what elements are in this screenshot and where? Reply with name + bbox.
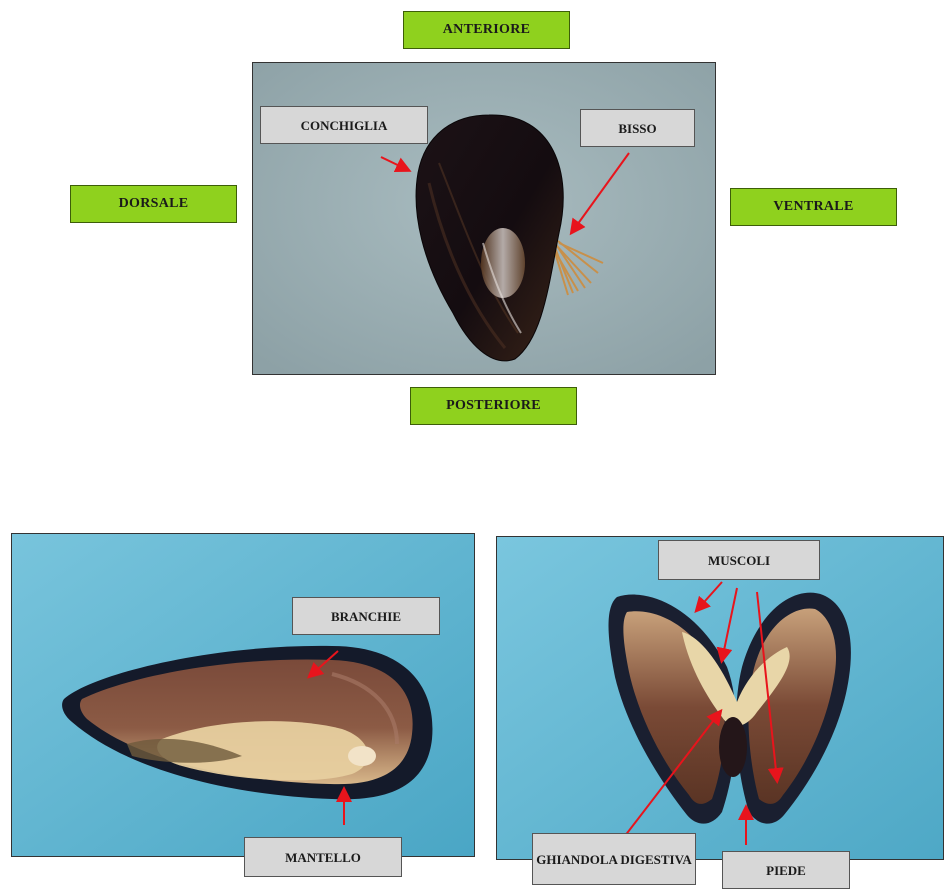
label-dorsale: DORSALE xyxy=(70,185,237,223)
label-piede: PIEDE xyxy=(722,851,850,889)
hinge-highlight xyxy=(481,228,525,298)
label-posteriore: POSTERIORE xyxy=(410,387,577,425)
label-muscoli: MUSCOLI xyxy=(658,540,820,580)
mussel-open-valves-illustration xyxy=(497,537,943,859)
label-conchiglia: CONCHIGLIA xyxy=(260,106,428,144)
label-bisso: BISSO xyxy=(580,109,695,147)
label-mantello: MANTELLO xyxy=(244,837,402,877)
mussel-interior-illustration xyxy=(12,534,474,856)
bottom-right-mussel-photo xyxy=(496,536,944,860)
label-branchie: BRANCHIE xyxy=(292,597,440,635)
label-ghiandola-digestiva: GHIANDOLA DIGESTIVA xyxy=(532,833,696,885)
label-anteriore: ANTERIORE xyxy=(403,11,570,49)
label-ventrale: VENTRALE xyxy=(730,188,897,226)
bottom-left-mussel-photo xyxy=(11,533,475,857)
